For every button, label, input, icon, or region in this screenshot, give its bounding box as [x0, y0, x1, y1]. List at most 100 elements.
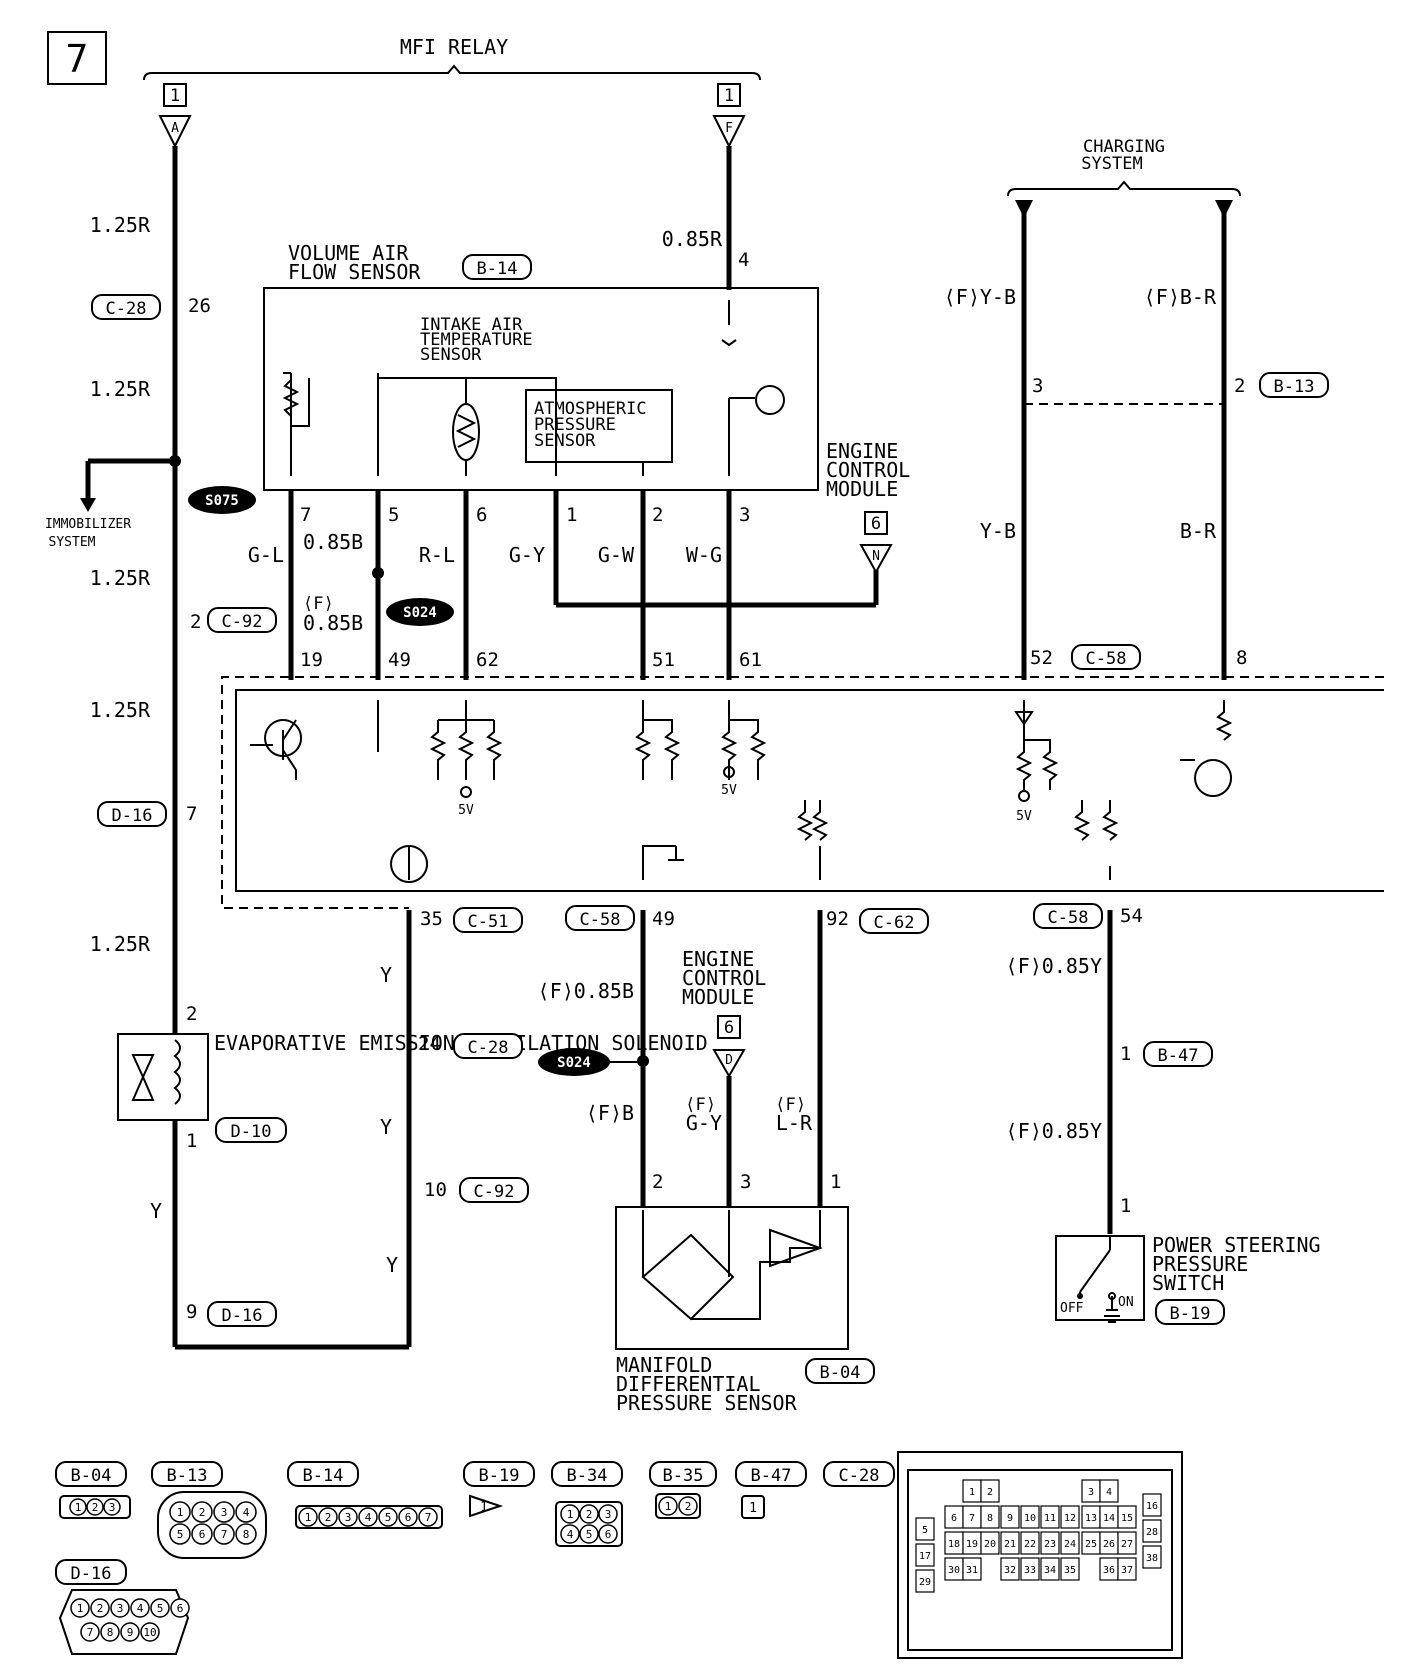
connector-pin-label: 15: [1121, 1513, 1133, 1524]
connector-pin: [140, 1622, 160, 1642]
pin-label: 1: [1120, 1043, 1131, 1065]
connector-pin: [1117, 1531, 1137, 1555]
voltage-label: 5V: [458, 803, 474, 818]
connector-pin-label: 1: [969, 1487, 975, 1498]
pin-label: 49: [652, 908, 675, 930]
psps-label: POWER STEERING: [1152, 1233, 1321, 1257]
connector-pin: 1: [749, 1501, 757, 1516]
pin-label: 3: [740, 1171, 751, 1193]
connector-pin: [1020, 1531, 1040, 1555]
connector-pin-label: 2: [325, 1511, 332, 1524]
wire-label: 0.85R: [662, 227, 723, 251]
connector-pin-label: 6: [605, 1528, 612, 1541]
connector-label: C-92: [222, 612, 263, 632]
connector-pin-label: 6: [177, 1602, 184, 1615]
connector-pin-label: 8: [243, 1528, 250, 1541]
ecm-label-lower-2: CONTROL: [682, 966, 766, 990]
connector-pin: [169, 1523, 191, 1545]
connector-pin-label: 2: [97, 1602, 104, 1615]
iats-label: INTAKE AIR: [420, 315, 523, 335]
connector-d10: [215, 1117, 287, 1143]
ecm-transistor-35: [390, 845, 429, 883]
connector-pin: [1020, 1557, 1040, 1581]
connector-pin-label: 6: [951, 1513, 957, 1524]
legend-b47: [735, 1461, 807, 1487]
legend-b04: [55, 1461, 127, 1487]
connector-c58-right: [1033, 903, 1103, 929]
connector-pin-label: 37: [1121, 1565, 1133, 1576]
connector-pin-label: 24: [1064, 1539, 1076, 1550]
splice-label: S024: [403, 605, 437, 621]
pin-label: 2: [190, 611, 201, 633]
connector-d16-bottom: [207, 1301, 277, 1327]
connector-pin: [358, 1507, 378, 1527]
wire-label: 0.85B: [303, 530, 363, 554]
mdp-label-2: DIFFERENTIAL: [616, 1372, 761, 1396]
charging-bracket: [1007, 180, 1241, 197]
connector-pin: [915, 1569, 935, 1593]
connector-b14: [462, 254, 532, 280]
connector-pin-label: 8: [107, 1626, 114, 1639]
connector-pin: [1000, 1557, 1020, 1581]
connector-face-b47: [741, 1495, 765, 1519]
ecm-transistor-8: [1180, 700, 1233, 797]
legend-c28: [823, 1461, 895, 1487]
connector-pin: [1060, 1557, 1080, 1581]
ref-box-1-right: [717, 83, 741, 107]
connector-pin: [169, 1501, 191, 1523]
iats-label-2: TEMPERATURE: [420, 330, 533, 350]
wire-label: ⟨F⟩0.85B: [538, 979, 634, 1003]
pin-label: 1: [186, 1130, 197, 1152]
connector-pin-label: 33: [1024, 1565, 1036, 1576]
connector-pin-label: 9: [127, 1626, 134, 1639]
connector-c51: [453, 907, 523, 933]
connector-pin-label: 22: [1024, 1539, 1036, 1550]
connector-label: C-51: [468, 912, 509, 932]
connector-pin: [1142, 1493, 1162, 1517]
pin-label: 52: [1030, 647, 1053, 669]
connector-pin: [678, 1496, 698, 1516]
switch-on-contact: [1108, 1292, 1116, 1300]
connector-pin-label: 10: [143, 1626, 156, 1639]
splice-dot: [637, 1055, 649, 1067]
aps-box: [525, 389, 673, 463]
ref-box-1-left: [163, 83, 187, 107]
pin-label: 2: [186, 1003, 197, 1025]
connector-c62: [859, 908, 929, 934]
pin-label: 51: [652, 649, 675, 671]
connector-pin: [1099, 1479, 1119, 1503]
ecm-5v-node: [1018, 790, 1030, 802]
connector-label: B-19: [1170, 1304, 1211, 1324]
connector-pin-label: 4: [365, 1511, 372, 1524]
pin-label: 2: [652, 1171, 663, 1193]
connector-pin-label: 6: [405, 1511, 412, 1524]
ecm-diode-52: [1014, 700, 1059, 790]
ref-box-6: [864, 511, 888, 535]
connector-b04: [805, 1358, 875, 1384]
legend-b13: [151, 1461, 223, 1487]
connector-label: D-16: [71, 1564, 112, 1584]
ecm-resistor-61: [720, 700, 767, 780]
aps-label: ATMOSPHERIC: [534, 399, 647, 419]
connector-pin-label: 35: [1064, 1565, 1076, 1576]
connector-b47: [1143, 1041, 1213, 1067]
wire-label: ⟨F⟩B-R: [1144, 285, 1217, 309]
mfi-relay-bracket: [143, 64, 761, 81]
connector-pin-label: 4: [567, 1528, 574, 1541]
connector-pin-label: 1: [75, 1501, 82, 1514]
connector-pin: [1040, 1557, 1060, 1581]
connector-pin-label: 3: [221, 1506, 228, 1519]
connector-pin-label: 7: [969, 1513, 975, 1524]
immobilizer-label-2: SYSTEM: [49, 535, 96, 550]
vafs-label: VOLUME AIR: [288, 241, 409, 265]
wire-label: ⟨F⟩0.85Y: [1006, 1119, 1102, 1143]
wire-label: 0.85B: [303, 611, 363, 635]
connector-pin: [191, 1501, 213, 1523]
connector-pin-label: 26: [1103, 1539, 1115, 1550]
connector-pin: [1000, 1531, 1020, 1555]
pin-label: 24: [418, 1033, 441, 1055]
connector-pin-label: 11: [1044, 1513, 1056, 1524]
charging-arrows: [1015, 200, 1233, 218]
pin-label: 3: [739, 504, 750, 526]
